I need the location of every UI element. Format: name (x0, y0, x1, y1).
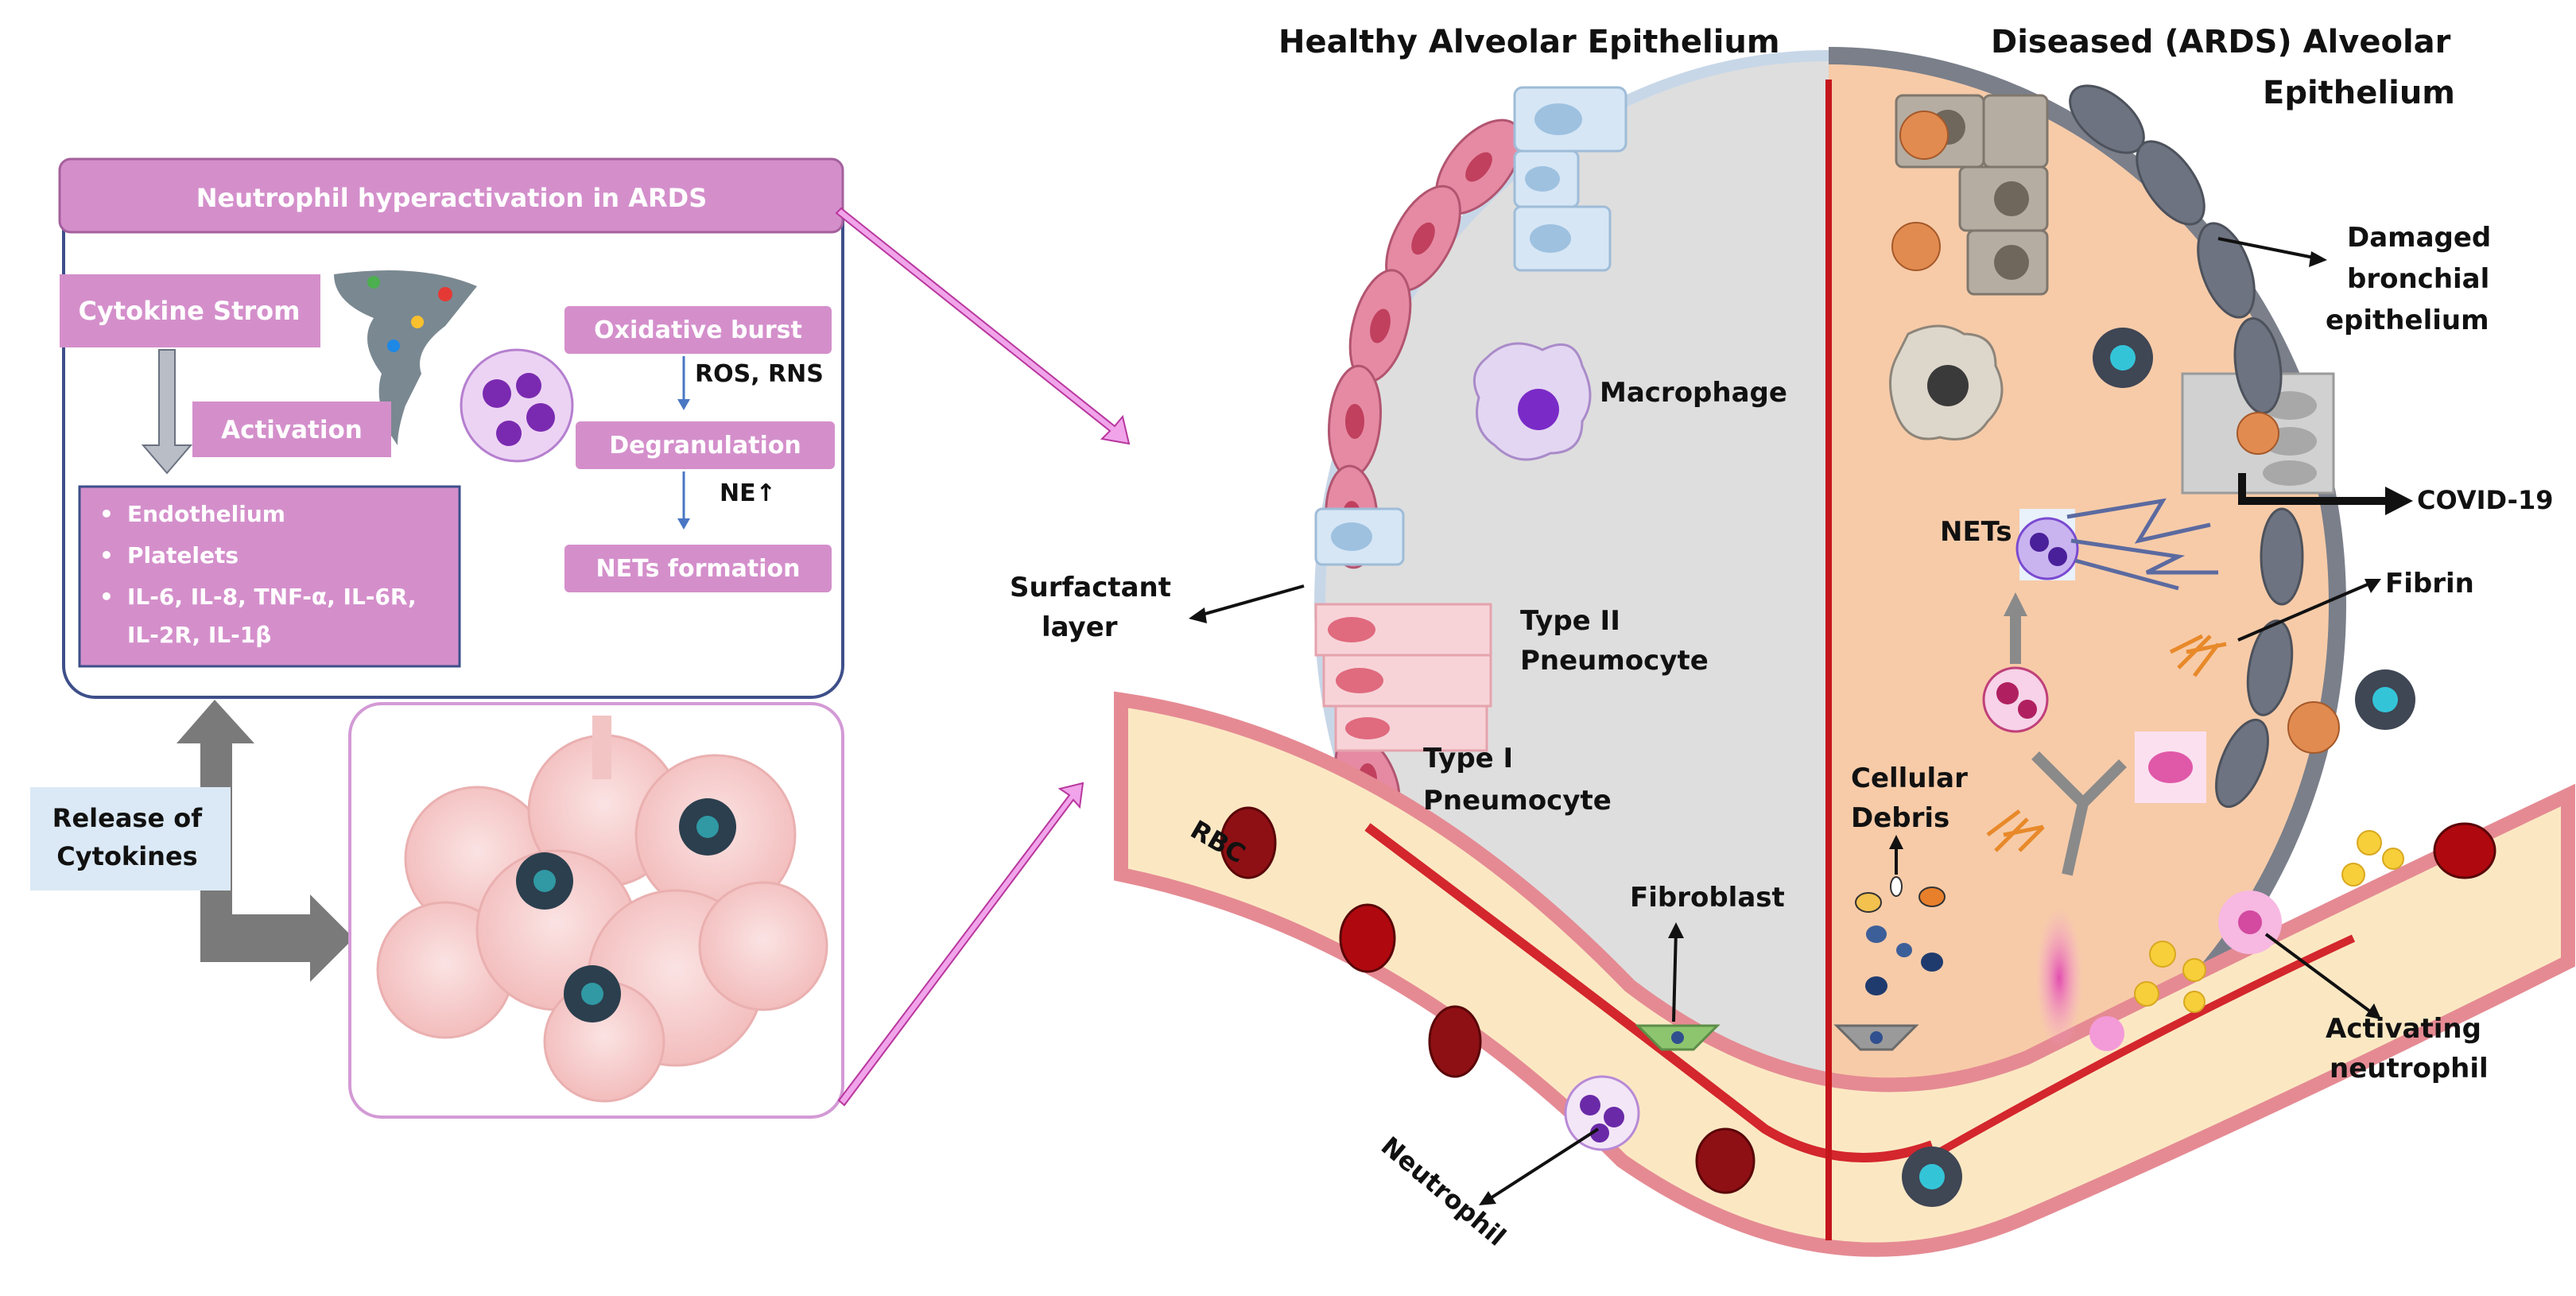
activation-box (192, 402, 391, 457)
svg-text:•: • (99, 584, 114, 610)
activation-text: Activation (221, 416, 363, 444)
healthy-title: Healthy Alveolar Epithelium (1278, 24, 1780, 60)
endothelium-list-box (78, 485, 461, 668)
oxidative-burst-box (564, 306, 832, 354)
neutrophil-icon (460, 348, 574, 463)
macrophage-cell (1472, 342, 1592, 461)
macrophage-label: Macrophage (1600, 377, 1787, 409)
release-text-line1: Release of (52, 803, 203, 833)
diseased-title-line2: Epithelium (2263, 75, 2455, 111)
damaged-label-line2: bronchial (2347, 263, 2489, 295)
damaged-bronchial-epithelium (2069, 84, 2304, 809)
type2-label-line1: Type II (1520, 605, 1620, 637)
cytokine-storm-box (60, 274, 320, 347)
lung-panel (348, 702, 844, 1119)
list-item-endothelium: Endothelium (127, 501, 285, 527)
ne-label: NE↑ (720, 479, 776, 507)
activating-label-line1: Activating (2326, 1013, 2481, 1045)
fibrin-strands (1986, 634, 2227, 852)
debris-label-line1: Cellular (1851, 762, 1968, 794)
type2-label-line2: Pneumocyte (1520, 645, 1709, 677)
diseased-title-line1: Diseased (ARDS) Alveolar (1991, 24, 2451, 60)
mediator-list: • Endothelium • Platelets • IL-6, IL-8, … (99, 501, 417, 648)
rbc-cells (1220, 806, 2496, 1194)
cytokine-storm-icon (334, 270, 477, 445)
ros-rns-label: ROS, RNS (695, 360, 824, 388)
type1-pneumocyte-wall (1325, 118, 1523, 825)
cytokine-storm-text: Cytokine Strom (79, 296, 301, 326)
fibrin-label: Fibrin (2385, 568, 2474, 599)
list-item-cytokines-1: IL-6, IL-8, TNF-α, IL-6R, (127, 584, 417, 610)
nets-cell (2015, 498, 2218, 591)
panel-header-text: Neutrophil hyperactivation in ARDS (196, 183, 707, 213)
neutrophil-diseased (1982, 666, 2282, 1051)
list-item-cytokines-2: IL-2R, IL-1β (127, 622, 271, 648)
release-text-line2: Cytokines (56, 841, 197, 871)
type2-pneumocytes (1314, 603, 1492, 752)
connector-arrows (835, 207, 1131, 1107)
degranulation-text: Degranulation (609, 432, 801, 460)
virus-particles (1891, 111, 2415, 1207)
activating-label-line2: neutrophil (2330, 1053, 2489, 1085)
type1-label-line1: Type I (1423, 743, 1513, 774)
type1-label-line2: Pneumocyte (1423, 785, 1612, 817)
damaged-label-line3: epithelium (2326, 305, 2489, 336)
surfactant-label-line1: Surfactant (1010, 572, 1171, 603)
list-item-platelets: Platelets (127, 542, 239, 568)
fibroblast-label: Fibroblast (1630, 882, 1785, 914)
activated-platelets (2134, 830, 2404, 1013)
cellular-debris (1855, 876, 1946, 995)
release-cytokines-box (30, 787, 231, 891)
neutrophil-label: Neutrophil (1375, 1131, 1511, 1251)
ciliated-cells-healthy (1314, 86, 1627, 566)
surfactant-label-line2: layer (1042, 611, 1118, 643)
cytokine-release-arrow (177, 700, 354, 982)
damaged-label-line1: Damaged (2347, 222, 2491, 254)
svg-text:•: • (99, 501, 114, 527)
nets-formation-text: NETs formation (596, 555, 801, 583)
debris-label-line2: Debris (1851, 802, 1949, 834)
degranulation-box (576, 421, 835, 469)
panel-header-bar (58, 157, 844, 234)
left-panel: Neutrophil hyperactivation in ARDS Cytok… (58, 157, 844, 699)
svg-text:•: • (99, 542, 114, 568)
damaged-macrophage (1889, 324, 2004, 440)
oxidative-burst-text: Oxidative burst (594, 316, 802, 344)
covid-label: COVID-19 (2417, 485, 2553, 515)
vessel-neutrophil (1564, 1075, 1640, 1151)
nets-formation-box (564, 545, 832, 592)
nets-label: NETs (1940, 516, 2012, 548)
storm-down-arrow (141, 349, 193, 475)
